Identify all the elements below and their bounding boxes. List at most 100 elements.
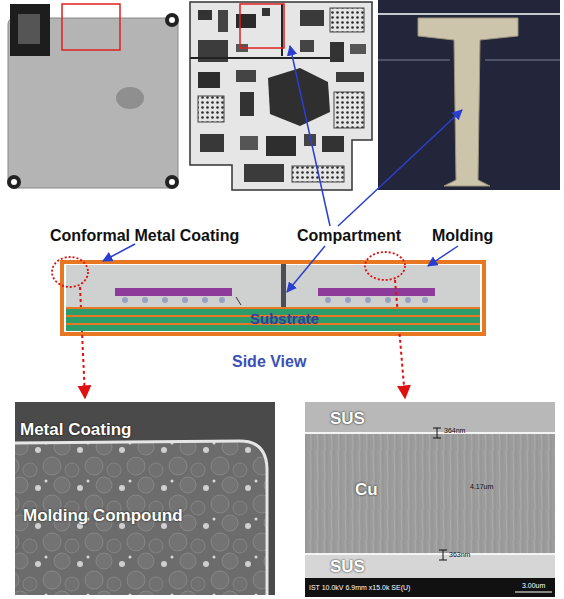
leader-arrow [338,110,462,226]
interface-line [305,432,555,434]
callout-circle [365,252,405,280]
xray-part [198,72,220,88]
bump [182,297,188,303]
compartment-wall [281,263,286,307]
part-label: Molding [432,226,493,245]
sem-photo [15,402,275,595]
solder-bumps [122,297,428,303]
part-label: Compartment [297,226,401,245]
compartment-wall [418,18,518,186]
xray-wall [190,57,330,59]
cu-layer [305,432,555,554]
dimension-label: 364nm [444,427,465,435]
die [318,288,435,296]
mount-hole [169,17,175,23]
interface-line [305,553,555,555]
sus-layer [305,554,555,578]
highlight-box [62,4,120,50]
material-label: SUS [330,409,365,429]
scale-bar [515,592,552,593]
coating-line [378,13,560,15]
bump [219,297,225,303]
bump [142,297,148,303]
dimension-mark [433,428,441,429]
connector-part [18,14,40,44]
layer-label: Substrate [250,310,319,328]
xray-board [190,2,372,190]
xray-part [236,14,256,28]
leader-arrow [290,46,330,226]
layer-line [485,60,560,61]
xray-part [300,40,314,52]
bump [405,297,411,303]
molding-compound [66,265,480,307]
sem-photo [305,402,555,597]
conformal-coating [62,262,484,334]
molding-texture [15,441,267,595]
bump [422,297,428,303]
layer-line [378,60,450,61]
xray-chip [268,68,330,126]
leader-arrow [287,246,325,292]
material-label: Cu [355,480,378,500]
bump [202,297,208,303]
part-label: Side View [232,352,306,371]
cross-section-photo [378,0,560,190]
leader-line [236,297,241,305]
xray-part [266,136,296,156]
highlight-box [240,4,284,48]
mount-hole [11,179,17,185]
xray-bga [330,8,364,32]
xray-part [300,10,324,26]
bump [365,297,371,303]
mount-hole [169,179,175,185]
substrate-band: Substrate [66,307,480,331]
dimension-label: 4.17um [470,483,493,491]
dimension-mark [433,438,441,439]
material-label: Molding Compound [23,506,183,526]
leader-arrow [428,246,458,266]
bump [122,297,128,303]
bump [385,297,391,303]
callout-arrow [80,287,85,398]
sem-info: IST 10.0kV 6.9mm x15.0k SE(U) [309,584,410,592]
metal-coating-line [15,441,267,595]
xray-part [236,70,256,82]
sem-info: 3.00um [522,582,545,590]
xray-part [200,134,224,152]
xray-part [350,44,366,54]
sem-panel: SUSCuSUS [305,402,555,597]
leader-arrow [103,244,135,261]
sus-layer [305,402,555,432]
material-label: SUS [330,557,365,577]
xray-part [262,8,270,16]
xray-part [198,10,212,20]
xray-part [336,72,364,82]
mount-ear [165,13,179,27]
mount-ear [7,175,21,189]
bump [325,297,331,303]
callout-circle [52,257,88,287]
die [115,288,232,296]
material-label: Metal Coating [20,420,131,440]
surface-spot [116,87,144,109]
bump [162,297,168,303]
dimension-mark [439,550,447,551]
xray-part [240,92,254,116]
connector-part [10,4,50,56]
part-label: Conformal Metal Coating [50,226,239,245]
dimension-label: 363nm [449,551,470,559]
xray-bga [334,92,364,128]
xray-part [330,42,344,62]
dimension-mark [437,428,438,438]
xray-bga [198,96,224,122]
xray-part [244,164,284,182]
dimension-mark [443,550,444,560]
dimension-mark [439,560,447,561]
xray-part [240,136,258,150]
xray-part [218,10,228,32]
bump [345,297,351,303]
callout-arrow [395,280,405,398]
xray-part [322,136,344,152]
